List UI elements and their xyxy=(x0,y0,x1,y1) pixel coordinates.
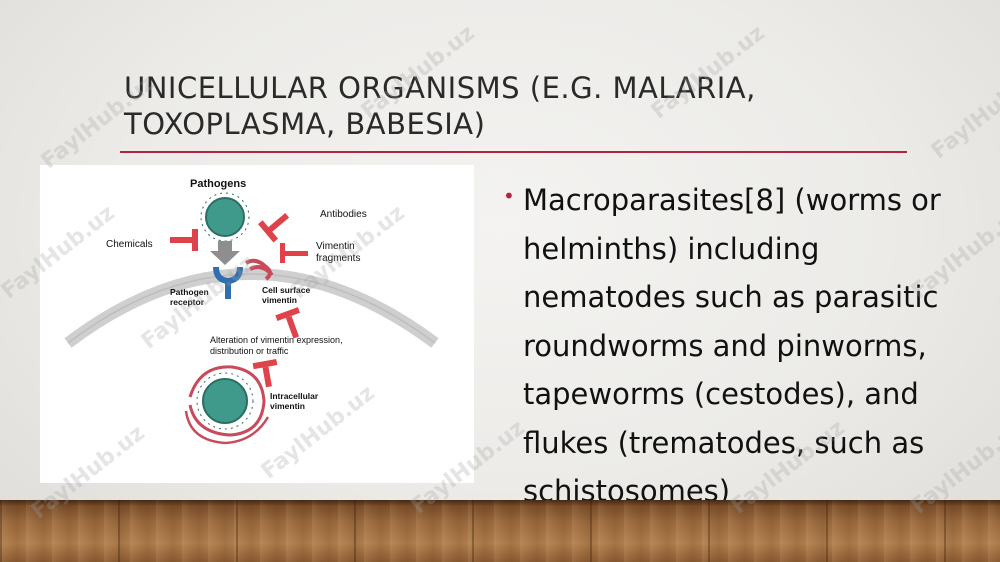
diagram-svg: Pathogens Antibodies Chemicals Vimentin … xyxy=(64,178,439,445)
label-vimentin-fragments-1: Vimentin xyxy=(316,241,355,252)
bullet-list: • Macroparasites[8] (worms or helminths)… xyxy=(503,176,983,516)
title-underline xyxy=(120,151,907,153)
intracellular-pathogen-icon xyxy=(184,365,270,445)
label-intracellular-1: Intracellular xyxy=(270,391,319,401)
inhibitor-icons xyxy=(170,212,308,388)
bullet-dot-icon: • xyxy=(503,184,515,208)
pathogen-receptor-icon xyxy=(213,266,243,299)
pathogen-virus-icon xyxy=(200,192,250,242)
slide-title: UNICELLULAR ORGANISMS (E.G. MALARIA, TOX… xyxy=(124,70,884,142)
inhibitor-chemicals-icon xyxy=(170,229,198,251)
inhibitor-intracellular-icon xyxy=(252,359,278,388)
label-alteration-1: Alteration of vimentin expression, xyxy=(210,335,343,345)
watermark: FaylHub.uz xyxy=(926,60,1000,165)
arrow-down-icon xyxy=(210,241,240,265)
cell-surface-vimentin-icon xyxy=(244,258,274,281)
label-intracellular-2: vimentin xyxy=(270,401,305,411)
label-chemicals: Chemicals xyxy=(106,239,153,250)
label-alteration-2: distribution or traffic xyxy=(210,346,289,356)
label-pathogen-receptor-2: receptor xyxy=(170,297,205,307)
label-cell-surface-2: vimentin xyxy=(262,295,297,305)
slide-title-line-1: UNICELLULAR ORGANISMS (E.G. MALARIA, xyxy=(124,71,756,105)
label-pathogens: Pathogens xyxy=(190,178,246,190)
vimentin-pathogen-diagram: Pathogens Antibodies Chemicals Vimentin … xyxy=(40,165,474,483)
inhibitor-fragments-icon xyxy=(280,243,308,263)
label-cell-surface-1: Cell surface xyxy=(262,285,310,295)
cell-membrane-edge xyxy=(67,273,436,344)
inhibitor-surface-icon xyxy=(275,307,300,339)
bullet-text: Macroparasites[8] (worms or helminths) i… xyxy=(523,183,941,508)
wooden-floor xyxy=(0,500,1000,562)
label-pathogen-receptor-1: Pathogen xyxy=(170,287,209,297)
inhibitor-antibodies-icon xyxy=(258,212,290,243)
label-antibodies: Antibodies xyxy=(320,209,367,220)
bullet-item: • Macroparasites[8] (worms or helminths)… xyxy=(503,176,983,516)
slide-title-line-2: TOXOPLASMA, BABESIA) xyxy=(124,107,486,141)
label-vimentin-fragments-2: fragments xyxy=(316,253,360,264)
